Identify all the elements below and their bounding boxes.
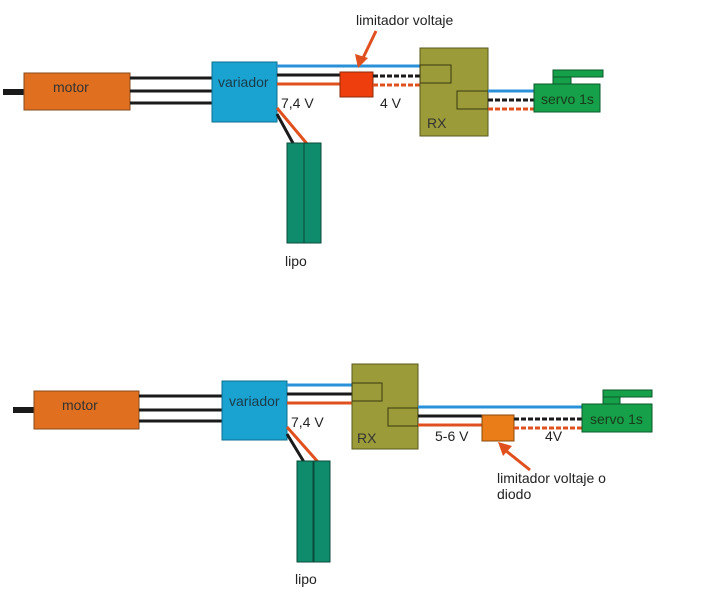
lipo-cell-2	[313, 460, 331, 563]
limiter-label-line-1: limitador voltaje o	[497, 470, 606, 486]
esc-box	[211, 61, 278, 123]
limiter-output-voltage: 4V	[545, 428, 563, 444]
rx-box	[419, 47, 489, 137]
limiter-label: limitador voltaje	[356, 12, 453, 28]
servo-label: servo 1s	[590, 411, 643, 427]
limiter-label-line-2: diodo	[497, 486, 531, 502]
servo-horn-base	[552, 76, 572, 85]
esc-voltage-label: 7,4 V	[291, 414, 324, 430]
motor-box	[23, 72, 131, 111]
battery-wire-red	[285, 426, 320, 463]
servo-horn	[602, 389, 653, 398]
lipo-cell-1	[286, 142, 305, 244]
limiter-arrow	[498, 442, 531, 472]
servo-body	[533, 83, 601, 113]
servo-label: servo 1s	[541, 91, 594, 107]
rx-output-voltage: 5-6 V	[435, 428, 469, 444]
servo-horn-base	[602, 396, 621, 405]
lipo-cell-1	[296, 460, 314, 563]
rx-label: RX	[427, 115, 447, 131]
diagram-top: motor variador 7,4 V lipo 4 V limitador …	[3, 12, 604, 269]
motor-wires	[139, 394, 222, 423]
battery-wire-black	[285, 433, 306, 463]
esc-voltage-label: 7,4 V	[281, 95, 314, 111]
lipo-label: lipo	[285, 253, 307, 269]
servo-body	[581, 403, 653, 433]
esc-box	[221, 380, 288, 441]
motor-wires	[130, 76, 212, 105]
motor-shaft	[3, 89, 25, 95]
esc-label: variador	[218, 74, 269, 90]
battery-wire-black	[275, 113, 296, 146]
servo-horn	[552, 69, 604, 78]
lipo-cell-2	[303, 142, 322, 244]
limiter-output-voltage: 4 V	[380, 95, 402, 111]
lipo-label: lipo	[295, 571, 317, 587]
esc-label: variador	[229, 393, 280, 409]
battery-wire-red	[275, 107, 310, 146]
motor-label: motor	[62, 397, 98, 413]
rx-label: RX	[357, 430, 377, 446]
voltage-limiter	[339, 71, 374, 98]
limiter-arrow	[355, 30, 378, 68]
voltage-limiter-diode	[481, 414, 515, 442]
rx-input-connector	[351, 382, 383, 402]
motor-label: motor	[53, 79, 89, 95]
diagram-bottom: motor variador 7,4 V lipo RX 5-6 V 4	[13, 363, 653, 587]
rx-input-connector	[419, 64, 452, 84]
motor-shaft	[13, 407, 35, 413]
